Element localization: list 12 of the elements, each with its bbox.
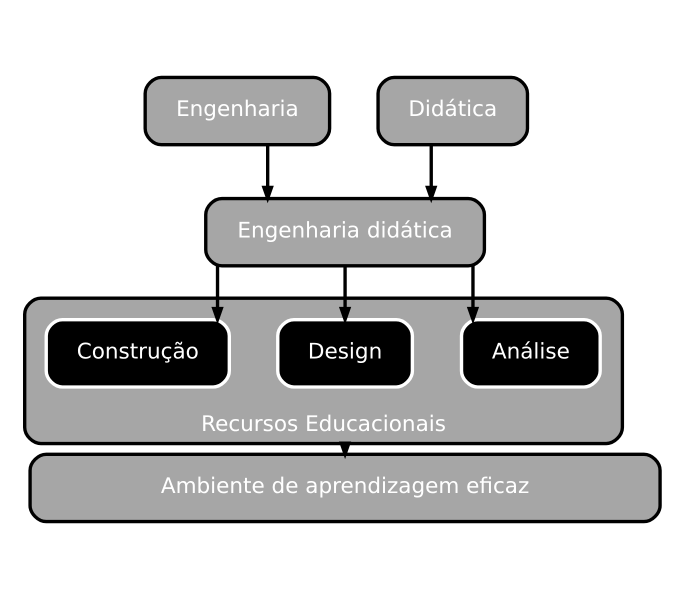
node-box: Engenharia didática xyxy=(204,196,486,268)
node-box: Construção xyxy=(44,318,231,389)
node-box: Design xyxy=(276,318,414,389)
arrow xyxy=(338,266,352,324)
arrow xyxy=(466,266,480,324)
node-box: Didática xyxy=(376,76,530,146)
node-box: Ambiente de aprendizagem eficaz xyxy=(28,452,662,524)
node-box: Engenharia xyxy=(144,76,332,146)
arrow xyxy=(425,144,438,204)
arrow xyxy=(262,144,274,204)
node-box: Análise xyxy=(460,318,602,389)
arrow xyxy=(211,266,224,324)
